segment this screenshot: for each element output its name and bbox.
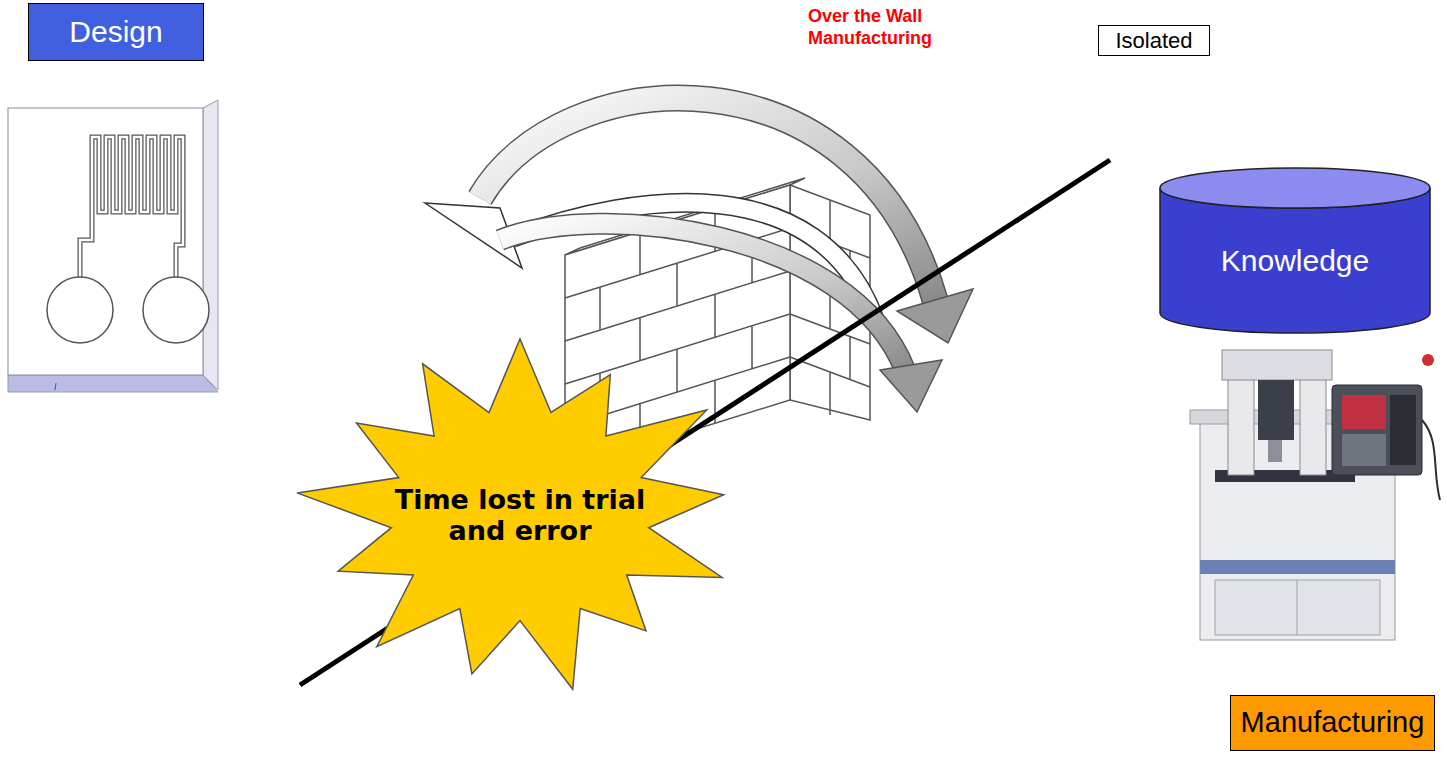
stage-box: Manufacturing [1230, 695, 1435, 751]
node-content: Knowledge [1160, 168, 1430, 333]
node-text: Time lost in trial and error [385, 484, 655, 546]
node-text: Design [69, 15, 162, 50]
title-note: Over the Wall Manufacturing [808, 6, 968, 49]
cylinder-body [1160, 188, 1430, 333]
tag-box: Isolated [1098, 25, 1210, 56]
starburst-callout: Time lost in trial and error [300, 335, 740, 695]
stage-box: Design [28, 3, 204, 61]
node-text: Manufacturing [1241, 706, 1425, 739]
over-wall-arrow [500, 224, 942, 412]
cylinder-top [1160, 168, 1430, 208]
starburst-shape [297, 339, 724, 689]
node-text: Isolated [1115, 28, 1192, 53]
node-content: Manufacturing [1231, 696, 1434, 750]
node-content: Time lost in trial and error [300, 335, 740, 695]
node-content: Isolated [1099, 26, 1209, 55]
database-cylinder: Knowledge [1160, 168, 1430, 333]
part-illustration [8, 100, 218, 392]
node-content: Design [29, 4, 203, 60]
node-text: Knowledge [1221, 244, 1369, 279]
cnc-machine [1190, 350, 1440, 640]
